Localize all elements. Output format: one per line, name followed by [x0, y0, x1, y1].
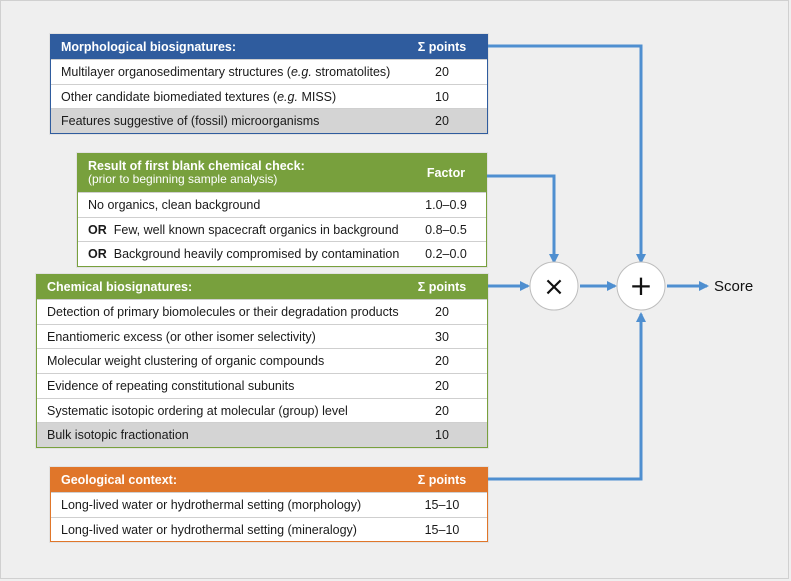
- row-label: Evidence of repeating constitutional sub…: [47, 378, 295, 393]
- row-points: 20: [435, 403, 449, 418]
- row-label-emphasis: e.g.: [277, 89, 298, 104]
- blank-check-subtitle: (prior to beginning sample analysis): [88, 172, 278, 187]
- row-label-text: Features suggestive of (fossil) microorg…: [61, 114, 320, 129]
- row-label: OR Background heavily compromised by cont…: [88, 247, 399, 261]
- table-row: Long-lived water or hydrothermal setting…: [51, 516, 487, 542]
- row-points: 20: [435, 64, 449, 79]
- blank-check-header: Result of first blank chemical check: (p…: [78, 154, 486, 192]
- row-label-text-end: stromatolites): [311, 64, 391, 79]
- table-row: Detection of primary biomolecules or the…: [37, 299, 487, 324]
- row-factor: 0.8–0.5: [425, 222, 467, 237]
- morphological-table: Morphological biosignatures: Σ points Mu…: [50, 34, 488, 135]
- multiply-node: [529, 261, 579, 311]
- morph-to-add-arrow: [488, 44, 646, 264]
- table-row: OR Few, well known spacecraft organics in…: [78, 216, 486, 242]
- table-row: Features suggestive of (fossil) microorg…: [51, 108, 487, 134]
- morphological-column-label: Σ points: [417, 40, 467, 54]
- row-label: No organics, clean background: [88, 198, 260, 212]
- row-label: Bulk isotopic fractionation: [47, 428, 189, 443]
- row-label: Detection of primary biomolecules or the…: [47, 304, 399, 319]
- row-points: 10: [435, 89, 449, 104]
- row-label-text: Other candidate biomediated textures (: [61, 89, 278, 104]
- row-label: Other candidate biomediated textures (e.…: [61, 90, 336, 104]
- geological-column-label: Σ points: [417, 473, 467, 487]
- row-label-text: Few, well known spacecraft organics in b…: [113, 222, 399, 237]
- add-symbol: +: [629, 269, 652, 302]
- chemical-title: Chemical biosignatures:: [47, 279, 193, 294]
- row-points: 20: [435, 354, 449, 369]
- or-keyword: OR: [88, 222, 107, 237]
- row-label: Systematic isotopic ordering at molecula…: [47, 403, 348, 418]
- table-row: OR Background heavily compromised by cont…: [78, 241, 486, 266]
- row-label-text: Background heavily compromised by contam…: [113, 247, 400, 262]
- row-points: 20: [435, 304, 449, 319]
- geological-title: Geological context:: [61, 472, 177, 487]
- score-label: Score: [714, 278, 753, 295]
- row-label-text-end: MISS): [297, 89, 337, 104]
- table-row: Systematic isotopic ordering at molecula…: [37, 397, 487, 423]
- morphological-header: Morphological biosignatures: Σ points: [51, 35, 487, 59]
- blank-check-title: Result of first blank chemical check:: [88, 158, 305, 173]
- chemical-table: Chemical biosignatures: Σ points Detecti…: [36, 274, 488, 449]
- row-label: Enantiomeric excess (or other isomer sel…: [47, 329, 316, 344]
- table-row: Multilayer organosedimentary structures …: [51, 59, 487, 84]
- row-points: 30: [435, 329, 449, 344]
- blank-check-table: Result of first blank chemical check: (p…: [77, 153, 487, 268]
- row-points: 20: [435, 378, 449, 393]
- geo-to-add-arrow: [488, 312, 646, 481]
- add-node: [616, 261, 666, 311]
- row-factor: 0.2–0.0: [425, 247, 467, 262]
- row-points: 10: [435, 428, 449, 443]
- row-points: 20: [435, 114, 449, 129]
- row-points: 15–10: [424, 497, 460, 512]
- table-row: Enantiomeric excess (or other isomer sel…: [37, 323, 487, 349]
- row-label: Multilayer organosedimentary structures …: [61, 65, 390, 79]
- table-row: Other candidate biomediated textures (e.…: [51, 83, 487, 109]
- blank-to-multiply-arrow: [487, 174, 559, 264]
- table-row: Bulk isotopic fractionation 10: [37, 422, 487, 448]
- geological-table: Geological context: Σ points Long-lived …: [50, 467, 488, 543]
- table-row: No organics, clean background 1.0–0.9: [78, 192, 486, 217]
- row-label: Molecular weight clustering of organic c…: [47, 354, 325, 369]
- row-label: Long-lived water or hydrothermal setting…: [61, 497, 362, 512]
- geological-header: Geological context: Σ points: [51, 468, 487, 492]
- blank-check-column-label: Factor: [426, 166, 466, 180]
- row-factor: 1.0–0.9: [425, 197, 467, 212]
- table-row: Molecular weight clustering of organic c…: [37, 348, 487, 373]
- table-row: Evidence of repeating constitutional sub…: [37, 373, 487, 398]
- morphological-title: Morphological biosignatures:: [61, 39, 237, 54]
- table-row: Long-lived water or hydrothermal setting…: [51, 492, 487, 517]
- or-keyword: OR: [88, 247, 107, 262]
- multiply-symbol: ×: [543, 272, 565, 302]
- chemical-header: Chemical biosignatures: Σ points: [37, 275, 487, 299]
- row-label-text: Multilayer organosedimentary structures …: [61, 64, 291, 79]
- row-label-text: No organics, clean background: [88, 197, 261, 212]
- chemical-column-label: Σ points: [417, 280, 467, 294]
- row-points: 15–10: [424, 522, 460, 537]
- blank-check-title-block: Result of first blank chemical check: (p…: [88, 159, 305, 187]
- row-label: Features suggestive of (fossil) microorg…: [61, 114, 319, 128]
- row-label-emphasis: e.g.: [290, 64, 312, 79]
- row-label: OR Few, well known spacecraft organics in…: [88, 223, 399, 237]
- row-label: Long-lived water or hydrothermal setting…: [61, 522, 357, 537]
